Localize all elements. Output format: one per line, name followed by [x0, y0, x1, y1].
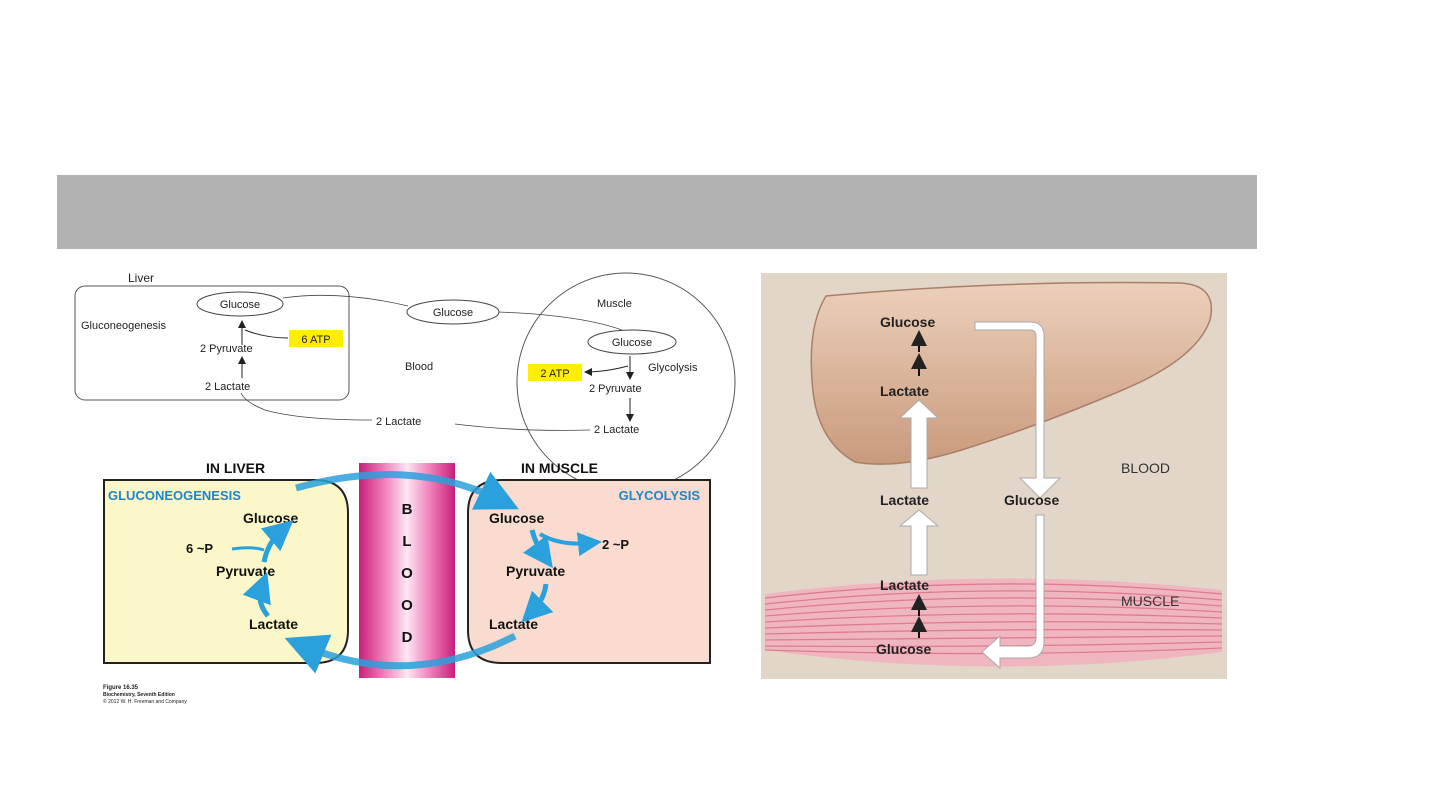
lactate-up-arrow-blood	[898, 509, 940, 576]
liver-pyruvate-label: 2 Pyruvate	[200, 343, 253, 355]
pyruvate-to-lactate-blue-arrow	[521, 583, 554, 623]
atp-out-arrow	[584, 365, 629, 376]
right-cori-illustration: Glucose Lactate BLOOD Lactate Glucose MU…	[761, 273, 1227, 679]
right-blood-lactate-label: Lactate	[880, 492, 929, 508]
phosphate-out-blue-arrow	[538, 532, 602, 557]
muscle-glucose-label: Glucose	[612, 337, 652, 349]
liver-label: Liver	[128, 271, 154, 285]
blood-letter-2: L	[402, 533, 411, 550]
atp-in-label: 6 ATP	[301, 334, 330, 346]
muscle-panel	[467, 479, 711, 664]
liver-glucose-label: Glucose	[220, 299, 260, 311]
right-liver-glucose-label: Glucose	[880, 314, 935, 330]
lactate-to-pyruvate-blue-arrow	[242, 571, 271, 618]
right-blood-glucose-label: Glucose	[1004, 492, 1059, 508]
liver-pyruvate-bold: Pyruvate	[216, 563, 275, 579]
glycolysis-heading: GLYCOLYSIS	[619, 488, 701, 503]
muscle-pyruvate-bold: Pyruvate	[506, 563, 565, 579]
glucose-to-pyruvate-blue-arrow	[523, 529, 553, 569]
right-liver-lactate-label: Lactate	[880, 383, 929, 399]
atp-out-label: 2 ATP	[540, 368, 569, 380]
atp-in-arrow	[244, 329, 289, 339]
liver-phosphate-label: 6 ~P	[186, 541, 213, 556]
muscle-label: Muscle	[597, 298, 632, 310]
liver-glucose-ellipse	[196, 291, 284, 317]
muscle-glucose-ellipse	[587, 329, 677, 355]
in-liver-label: IN LIVER	[206, 460, 265, 476]
muscle-lactate-bold: Lactate	[489, 616, 538, 632]
right-blood-label: BLOOD	[1121, 460, 1170, 476]
pyruvate-to-glucose-blue-arrow	[260, 520, 294, 563]
glucose-transport-blue-arrow	[295, 471, 519, 510]
figure-caption-number: Figure 16.35	[103, 685, 139, 691]
right-muscle-label: MUSCLE	[1121, 593, 1179, 609]
blood-vessel-bar	[359, 463, 455, 678]
blood-glucose-label: Glucose	[433, 307, 473, 319]
glucose-down-arrow-bottom	[981, 514, 1045, 670]
lactate-up-arrow-liver	[898, 399, 940, 489]
lactate-transport-blue-arrow	[284, 632, 517, 674]
liver-lactate-label: 2 Lactate	[205, 381, 250, 393]
blood-lactate-label: 2 Lactate	[376, 416, 421, 428]
figure-caption-copyright: © 2012 W. H. Freeman and Company	[103, 698, 187, 705]
liver-box	[74, 285, 350, 401]
muscle-lactate-label: 2 Lactate	[594, 424, 639, 436]
gluconeogenesis-label: Gluconeogenesis	[81, 320, 167, 332]
in-muscle-label: IN MUSCLE	[521, 460, 598, 476]
blood-letter-1: B	[402, 501, 413, 518]
liver-glucose-bold: Glucose	[243, 510, 298, 526]
right-muscle-lactate-label: Lactate	[880, 577, 929, 593]
blood-label: Blood	[405, 361, 433, 373]
phosphate-in-blue-arrow	[231, 546, 265, 552]
bottom-cycle-diagram: IN LIVER IN MUSCLE GLUCONEOGENESIS GLYCO…	[103, 460, 711, 705]
figure-caption-book: Biochemistry, Seventh Edition	[103, 692, 175, 698]
glucose-down-arrow-top	[974, 321, 1062, 499]
connector-blood-liver-lactate	[240, 392, 373, 421]
atp-in-highlight	[289, 330, 343, 347]
connector-muscle-blood-lactate	[454, 423, 591, 431]
top-cycle-diagram: Liver Glucose Gluconeogenesis 2 Pyruvate…	[74, 271, 736, 492]
atp-out-highlight	[528, 364, 582, 381]
blood-letter-3: O	[401, 565, 413, 582]
liver-lactate-bold: Lactate	[249, 616, 298, 632]
right-muscle-glucose-label: Glucose	[876, 641, 931, 657]
connector-blood-muscle	[498, 311, 623, 331]
muscle-pyruvate-label: 2 Pyruvate	[589, 383, 642, 395]
muscle-glucose-bold: Glucose	[489, 510, 544, 526]
blood-letter-5: D	[402, 629, 413, 646]
title-band	[57, 175, 1257, 249]
connector-liver-blood	[282, 294, 409, 307]
blood-letter-4: O	[401, 597, 413, 614]
gluconeogenesis-heading: GLUCONEOGENESIS	[108, 488, 241, 503]
muscle-phosphate-label: 2 ~P	[602, 537, 629, 552]
glycolysis-label: Glycolysis	[648, 362, 698, 374]
